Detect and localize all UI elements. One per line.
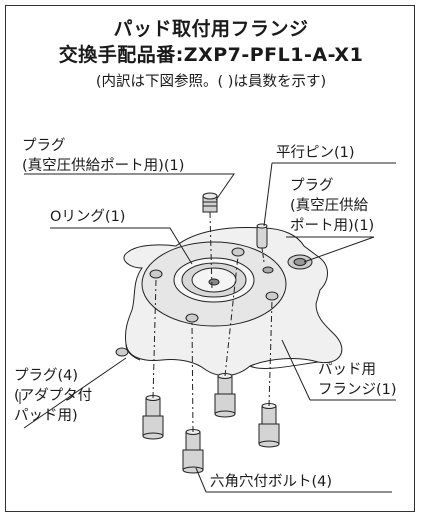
- plug-top-part: [202, 192, 218, 213]
- title-line-1: パッド取付用フランジ: [113, 18, 309, 40]
- leader-o-ring: [50, 227, 193, 265]
- title-line-2: 交換手配品番:ZXP7-PFL1-A-X1: [58, 44, 364, 66]
- label-plug-top: プラグ (真空圧供給ポート用)(1): [22, 138, 185, 174]
- parallel-pin-part: [256, 223, 268, 249]
- bolt-4: [182, 429, 204, 474]
- label-pad-flange: パッド用 フランジ(1): [318, 362, 397, 398]
- plug-adapter-part: [115, 347, 129, 357]
- leader-plug-top: [24, 173, 235, 201]
- composition-note: (内訳は下図参照。( )は員数を示す): [95, 74, 327, 90]
- label-parallel-pin: 平行ピン(1): [276, 145, 355, 161]
- bolt-2: [214, 373, 236, 418]
- label-o-ring: Oリング(1): [50, 209, 126, 225]
- bolt-3: [258, 403, 280, 448]
- label-bolt: 六角穴付ボルト(4): [210, 474, 333, 490]
- bolt-1: [142, 395, 164, 440]
- label-plug-left: プラグ(4) (アダプタ付 パッド用): [14, 368, 93, 424]
- leader-plug-right: [286, 236, 375, 263]
- label-plug-right: プラグ (真空圧供給 ポート用)(1): [290, 178, 375, 234]
